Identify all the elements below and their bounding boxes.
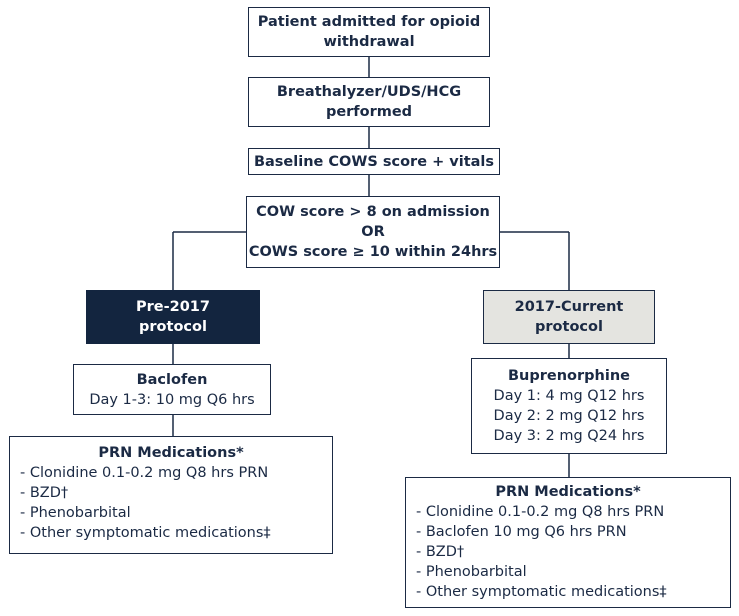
criteria-line-3: COWS score ≥ 10 within 24hrs — [248, 244, 498, 260]
baseline-text: Baseline COWS score + vitals — [253, 153, 495, 170]
current-prn-item: - Baclofen 10 mg Q6 hrs PRN — [416, 524, 627, 540]
admit-box: Patient admitted for opioid withdrawal — [248, 7, 490, 57]
current-protocol-label: 2017-Current protocol — [514, 299, 624, 335]
baclofen-title: Baclofen — [136, 371, 208, 388]
baseline-box: Baseline COWS score + vitals — [248, 148, 500, 175]
pre2017-protocol-label: Pre-2017 protocol — [136, 299, 210, 335]
pre2017-prn-item: - Phenobarbital — [20, 505, 131, 521]
buprenorphine-day-2: Day 2: 2 mg Q12 hrs — [493, 408, 645, 424]
pre2017-prn-list: - Clonidine 0.1-0.2 mg Q8 hrs PRN - BZD†… — [20, 463, 322, 543]
criteria-line-1: COW score > 8 on admission — [256, 204, 490, 220]
pre2017-prn-item: - Other symptomatic medications‡ — [20, 525, 271, 541]
current-protocol-box: 2017-Current protocol — [483, 290, 655, 344]
buprenorphine-box: Buprenorphine Day 1: 4 mg Q12 hrs Day 2:… — [471, 358, 667, 454]
current-prn-item: - Clonidine 0.1-0.2 mg Q8 hrs PRN — [416, 504, 665, 520]
current-prn-item: - Other symptomatic medications‡ — [416, 584, 667, 600]
pre2017-prn-box: PRN Medications* - Clonidine 0.1-0.2 mg … — [9, 436, 333, 554]
baclofen-box: Baclofen Day 1-3: 10 mg Q6 hrs — [73, 364, 271, 415]
buprenorphine-day-3: Day 3: 2 mg Q24 hrs — [493, 428, 645, 444]
buprenorphine-day-1: Day 1: 4 mg Q12 hrs — [493, 388, 645, 404]
criteria-box: COW score > 8 on admission OR COWS score… — [246, 196, 500, 268]
criteria-line-2: OR — [361, 224, 385, 240]
pre2017-prn-item: - Clonidine 0.1-0.2 mg Q8 hrs PRN — [20, 465, 269, 481]
buprenorphine-title: Buprenorphine — [507, 368, 630, 384]
current-prn-item: - Phenobarbital — [416, 564, 527, 580]
current-prn-item: - BZD† — [416, 544, 465, 560]
baclofen-dose: Day 1-3: 10 mg Q6 hrs — [89, 391, 255, 408]
current-prn-list: - Clonidine 0.1-0.2 mg Q8 hrs PRN - Bacl… — [416, 502, 720, 602]
pre2017-prn-item: - BZD† — [20, 485, 69, 501]
pre2017-prn-title: PRN Medications* — [98, 445, 244, 461]
pre2017-protocol-box: Pre-2017 protocol — [86, 290, 260, 344]
screening-box: Breathalyzer/UDS/HCG performed — [248, 77, 490, 127]
admit-text: Patient admitted for opioid withdrawal — [257, 14, 481, 50]
current-prn-box: PRN Medications* - Clonidine 0.1-0.2 mg … — [405, 477, 731, 608]
screening-text: Breathalyzer/UDS/HCG performed — [276, 84, 462, 120]
current-prn-title: PRN Medications* — [495, 484, 641, 500]
